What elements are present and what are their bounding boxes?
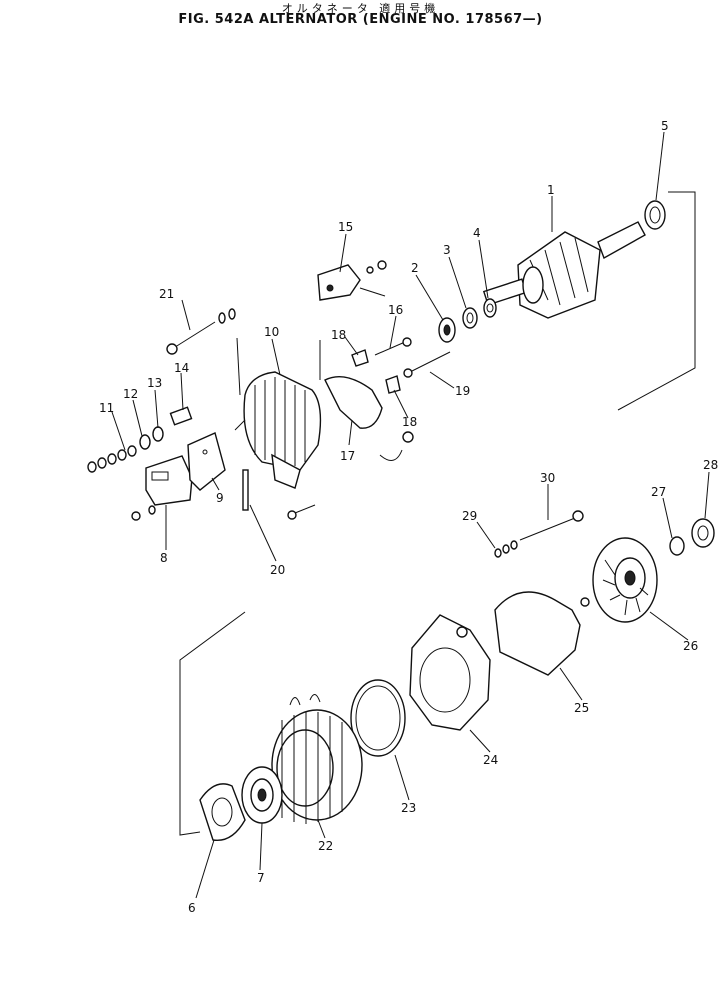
nuts-part-11 (87, 445, 137, 473)
pin-part-20 (242, 469, 316, 520)
spacer-part-14 (169, 406, 193, 426)
bolt-part-16 (374, 337, 412, 356)
plate-part-17 (324, 376, 383, 429)
callout-labels: 1 2 3 4 5 6 7 8 9 10 11 12 13 14 15 16 1… (99, 119, 718, 915)
figure-title: FIG. 542A ALTERNATOR (ENGINE NO. 178567—… (178, 12, 543, 27)
washer-part-3 (462, 307, 478, 329)
leader-lines (111, 131, 710, 899)
stator-part-22 (271, 694, 363, 824)
callout-10: 10 (264, 325, 279, 339)
callout-25: 25 (574, 701, 589, 715)
callout-29: 29 (462, 509, 477, 523)
callout-1: 1 (547, 183, 555, 197)
ring-part-23 (350, 679, 406, 757)
bearing-part-5 (644, 200, 666, 230)
callout-9: 9 (216, 491, 224, 505)
bolt-part-21 (166, 308, 236, 355)
bearing-part-2 (438, 317, 456, 343)
fan-part-26 (592, 537, 658, 623)
callout-30: 30 (540, 471, 555, 485)
callout-14: 14 (174, 361, 189, 375)
callout-8: 8 (160, 551, 168, 565)
callout-26: 26 (683, 639, 698, 653)
cover-part-25 (494, 591, 590, 676)
callout-23: 23 (401, 801, 416, 815)
callout-20: 20 (270, 563, 285, 577)
lower-bracket (179, 611, 246, 836)
rotor-part-1 (482, 221, 646, 319)
clip-part-18-lower (379, 375, 414, 461)
callout-2: 2 (411, 261, 419, 275)
callout-13: 13 (147, 376, 162, 390)
callout-17: 17 (340, 449, 355, 463)
clip-part-18-upper (351, 349, 369, 367)
bolt-part-19 (403, 351, 451, 378)
callout-15: 15 (338, 220, 353, 234)
callout-12: 12 (123, 387, 138, 401)
nut-part-28 (691, 518, 715, 548)
callout-28: 28 (703, 458, 718, 472)
upper-bracket (236, 191, 696, 411)
washer-part-13 (152, 426, 164, 442)
housing-part-24 (409, 614, 491, 731)
bracket-part-9 (187, 432, 226, 491)
terminal-part-15 (317, 260, 387, 301)
callout-16: 16 (388, 303, 403, 317)
callout-11: 11 (99, 401, 114, 415)
callout-18-upper: 18 (331, 328, 346, 342)
callout-19: 19 (455, 384, 470, 398)
callout-21: 21 (159, 287, 174, 301)
callout-6: 6 (188, 901, 196, 915)
callout-3: 3 (443, 243, 451, 257)
washers-part-29 (494, 540, 518, 558)
callout-24: 24 (483, 753, 498, 767)
bolt-part-30 (519, 510, 584, 541)
regulator-part-8 (131, 455, 193, 521)
washer-part-4 (483, 298, 497, 318)
callout-27: 27 (651, 485, 666, 499)
callout-7: 7 (257, 871, 265, 885)
washer-part-27 (669, 536, 685, 556)
callout-22: 22 (318, 839, 333, 853)
plate-part-6 (199, 783, 246, 842)
washer-part-12 (139, 434, 151, 450)
callout-4: 4 (473, 226, 481, 240)
japanese-title: オルタネータ 適用号機 (281, 2, 440, 15)
callout-18-lower: 18 (402, 415, 417, 429)
rectifier-part-10 (234, 371, 322, 489)
bearing-part-7 (241, 766, 283, 824)
callout-5: 5 (661, 119, 669, 133)
